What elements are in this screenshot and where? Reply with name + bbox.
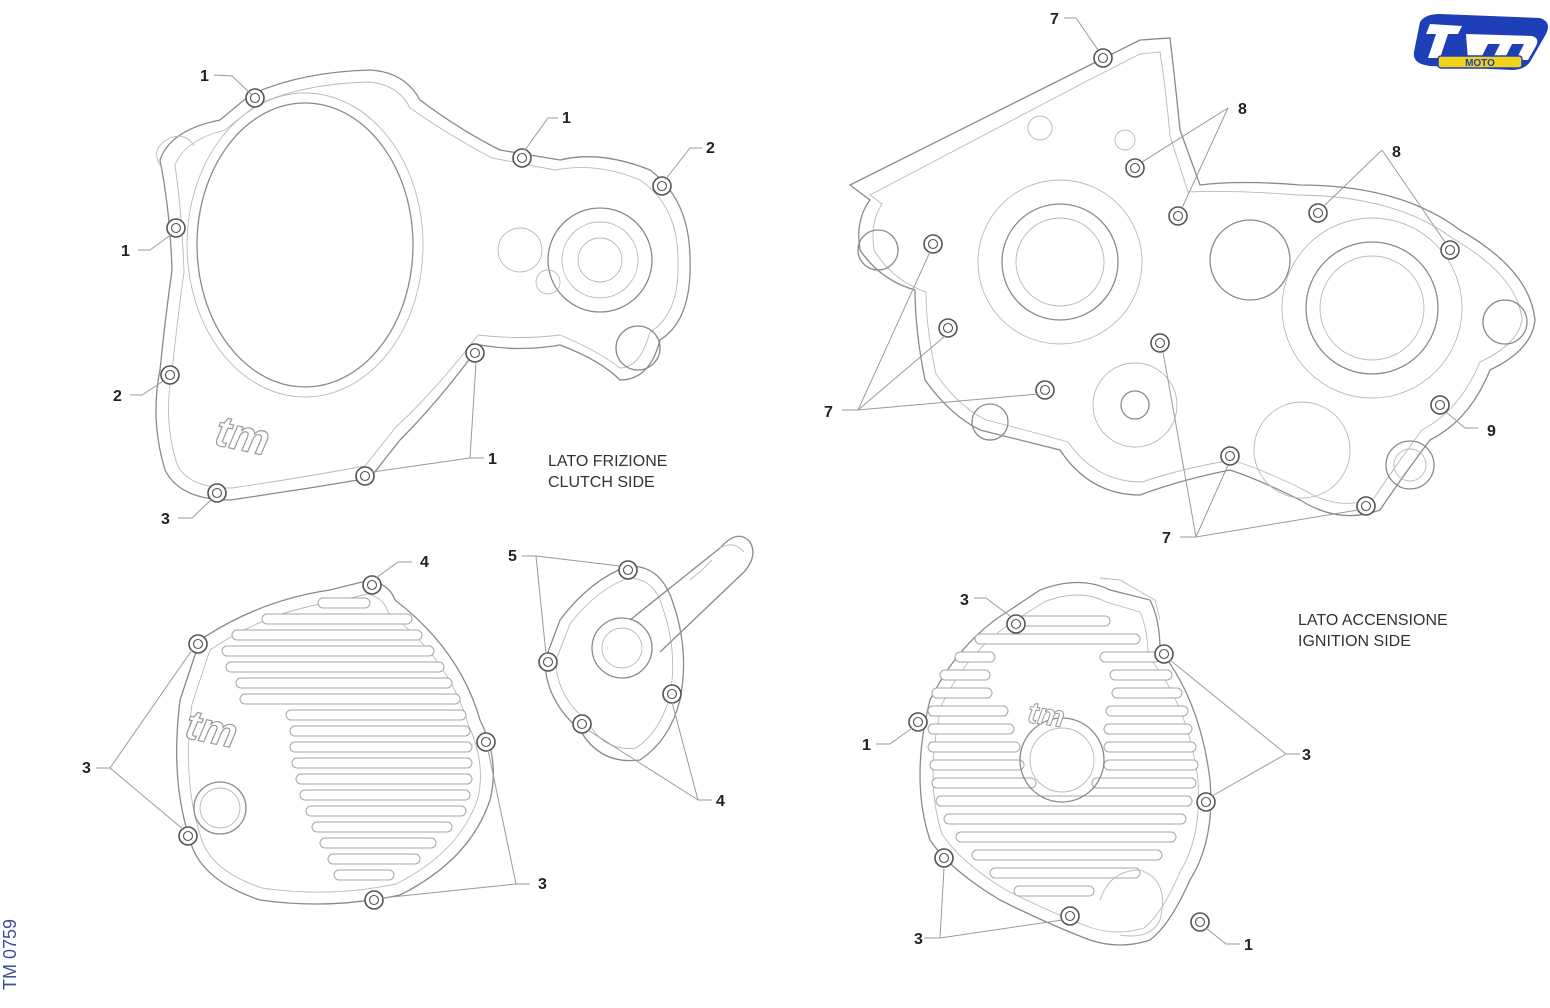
- ignition-cover-right: tm 3 1 3 3 1: [862, 577, 1311, 954]
- tm-moto-logo-icon: MOTO: [1413, 14, 1548, 70]
- clutch-side-label: LATO FRIZIONE CLUTCH SIDE: [548, 451, 667, 493]
- bolt: [908, 712, 928, 732]
- callout-number: 1: [562, 110, 571, 127]
- callout-number: 4: [716, 793, 725, 810]
- callout-number: 8: [1238, 101, 1247, 118]
- svg-text:tm: tm: [182, 700, 242, 757]
- bolt: [1093, 48, 1113, 68]
- bolt: [1168, 206, 1188, 226]
- bolt: [934, 848, 954, 868]
- bolt: [1154, 644, 1174, 664]
- callout-number: 3: [161, 511, 170, 528]
- bolt: [1060, 906, 1080, 926]
- bolt: [938, 318, 958, 338]
- callout-number: 3: [82, 760, 91, 777]
- svg-text:tm: tm: [1026, 696, 1067, 734]
- bolt: [512, 148, 532, 168]
- bolt: [476, 732, 496, 752]
- bolt: [207, 483, 227, 503]
- bolt: [1308, 203, 1328, 223]
- callout-number: 3: [960, 592, 969, 609]
- callout-number: 7: [1162, 530, 1171, 547]
- ignition-side-label: LATO ACCENSIONE IGNITION SIDE: [1298, 610, 1448, 652]
- ignition-side-english: IGNITION SIDE: [1298, 633, 1411, 650]
- bolt: [652, 176, 672, 196]
- bolt: [1150, 333, 1170, 353]
- callout-number: 1: [200, 68, 209, 85]
- bolt: [662, 684, 682, 704]
- callout-number: 1: [488, 451, 497, 468]
- callout-number: 9: [1487, 423, 1496, 440]
- clutch-side-italian: LATO FRIZIONE: [548, 453, 668, 470]
- ignition-cover-left: tm 4 3 3: [82, 554, 547, 910]
- callout-number: 7: [824, 404, 833, 421]
- callout-number: 2: [113, 388, 122, 405]
- bolt: [364, 890, 384, 910]
- bolt: [465, 343, 485, 363]
- bolt: [1356, 496, 1376, 516]
- ignition-side-italian: LATO ACCENSIONE: [1298, 612, 1448, 629]
- svg-text:tm: tm: [211, 406, 274, 465]
- callout-number: 1: [121, 243, 130, 260]
- logo-subtext: MOTO: [1465, 58, 1495, 69]
- callout-number: 1: [862, 737, 871, 754]
- callout-number: 3: [1302, 747, 1311, 764]
- callout-number: 4: [420, 554, 429, 571]
- callout-number: 5: [508, 548, 517, 565]
- water-pump-cover: 5 4: [508, 535, 754, 810]
- bolt: [188, 634, 208, 654]
- bolt: [1196, 792, 1216, 812]
- callout-number: 7: [1050, 11, 1059, 28]
- callout-number: 2: [706, 140, 715, 157]
- bolt: [355, 466, 375, 486]
- bolt: [1006, 614, 1026, 634]
- bolt: [362, 575, 382, 595]
- bolt: [1220, 446, 1240, 466]
- bolt: [923, 234, 943, 254]
- bolt: [1190, 912, 1210, 932]
- bolt: [160, 365, 180, 385]
- clutch-side-english: CLUTCH SIDE: [548, 474, 655, 491]
- bolt: [538, 652, 558, 672]
- bolt: [166, 218, 186, 238]
- diagram-code: TM 0759: [0, 918, 20, 990]
- cooling-fins: [927, 615, 1199, 897]
- bolt: [1430, 395, 1450, 415]
- bolt: [572, 714, 592, 734]
- callout-number: 1: [1244, 937, 1253, 954]
- bolt: [1440, 240, 1460, 260]
- callout-number: 8: [1392, 144, 1401, 161]
- callout-number: 3: [538, 876, 547, 893]
- clutch-cover: tm 1 1 2 1 2 1 3: [113, 68, 715, 528]
- bolt: [1035, 380, 1055, 400]
- crankcase: 7 8 8 7 9 7: [824, 11, 1536, 547]
- callout-number: 3: [914, 931, 923, 948]
- bolt: [1125, 158, 1145, 178]
- cooling-fins: [221, 597, 473, 881]
- bolt: [178, 826, 198, 846]
- bolt: [618, 560, 638, 580]
